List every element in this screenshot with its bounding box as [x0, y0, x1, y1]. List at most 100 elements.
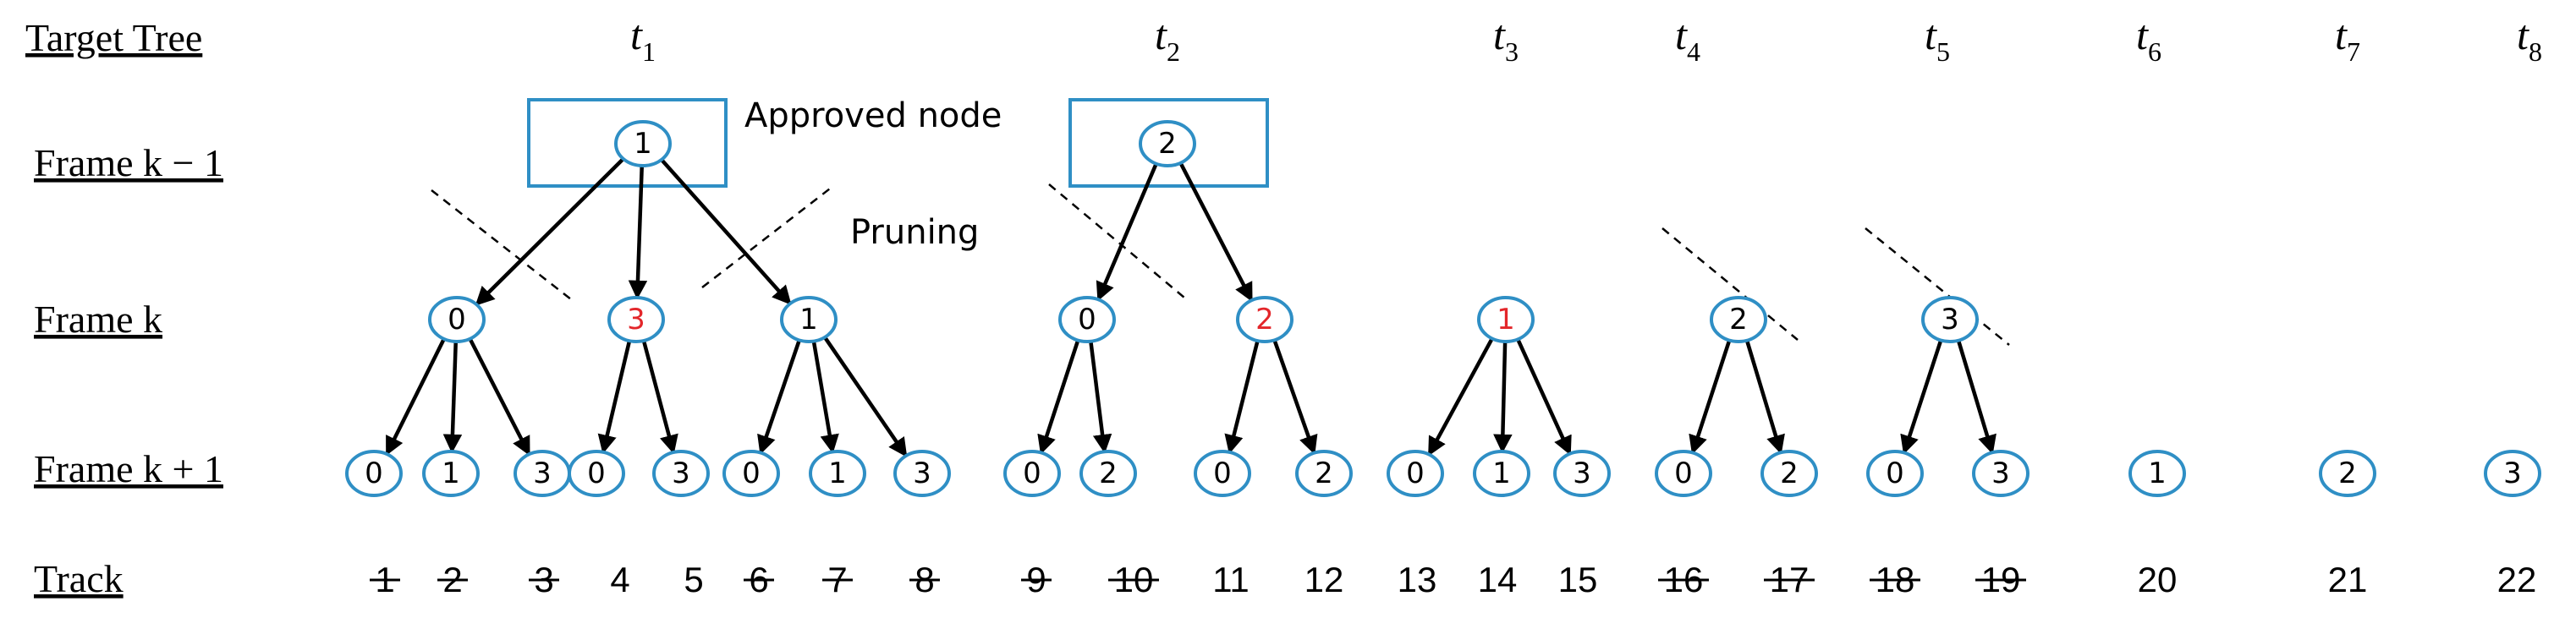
- track-number: 21: [2328, 560, 2368, 599]
- tree-edge: [628, 165, 648, 300]
- tree-edge: [442, 341, 463, 454]
- node-circle: [652, 450, 710, 497]
- tree-edge: [468, 337, 531, 457]
- node-label: 2: [1315, 457, 1333, 490]
- node-circle: [2484, 450, 2541, 497]
- node-circle: [614, 120, 672, 167]
- node-circle: [1236, 296, 1293, 343]
- node-label: 0: [1023, 457, 1041, 490]
- node-circle: [1921, 296, 1979, 343]
- edges-layer: [385, 157, 1997, 457]
- leaf-node: 1: [2128, 450, 2186, 497]
- node-label: 0: [1078, 303, 1096, 336]
- node-label: 1: [1497, 303, 1515, 336]
- pruning-line: [1865, 227, 2010, 346]
- tree-edge: [1744, 340, 1785, 455]
- node-circle: [2128, 450, 2186, 497]
- node-label: 2: [1729, 303, 1748, 336]
- track-label: 5: [684, 560, 703, 599]
- row-label-target-tree: Target Tree: [25, 16, 202, 59]
- leaf-node: 1: [422, 450, 480, 497]
- node-circle: [1553, 450, 1611, 497]
- node-label: 0: [742, 457, 761, 490]
- node-circle: [1477, 296, 1535, 343]
- node-circle: [893, 450, 951, 497]
- track-number: 22: [2497, 560, 2537, 599]
- track-label: 22: [2497, 560, 2537, 599]
- track-number-pruned: 10: [1108, 560, 1159, 599]
- node-label: 3: [627, 303, 645, 336]
- tree-edge: [475, 157, 625, 306]
- row-label-frame-cur: Frame k: [34, 298, 162, 341]
- tree-label-t8: t8: [2517, 11, 2542, 67]
- node-label: 3: [1573, 457, 1591, 490]
- node-circle: [1058, 296, 1116, 343]
- node-label: 1: [2148, 457, 2167, 490]
- root-node: 2: [1139, 120, 1196, 167]
- node-circle: [1003, 450, 1061, 497]
- track-number-pruned: 19: [1975, 560, 2026, 599]
- node-label: 0: [365, 457, 383, 490]
- node-label: 3: [913, 457, 931, 490]
- frame-k-node: 1: [780, 296, 838, 343]
- track-number-pruned: 18: [1870, 560, 1920, 599]
- track-label: 12: [1304, 560, 1344, 599]
- node-circle: [1194, 450, 1251, 497]
- node-circle: [722, 450, 780, 497]
- tree-edge: [1037, 339, 1080, 455]
- node-label: 0: [587, 457, 606, 490]
- track-label: 20: [2138, 560, 2178, 599]
- tree-label-t3: t3: [1493, 11, 1519, 67]
- track-number: 14: [1478, 560, 1518, 599]
- node-label: 3: [1991, 457, 2010, 490]
- track-number-pruned: 16: [1658, 560, 1709, 599]
- leaf-node: 0: [722, 450, 780, 497]
- node-label: 2: [1255, 303, 1274, 336]
- leaf-node: 0: [1866, 450, 1924, 497]
- leaf-node: 0: [568, 450, 625, 497]
- tree-label-t4: t4: [1675, 11, 1700, 67]
- tree-edge: [1956, 340, 1997, 455]
- frame-k-node: 0: [428, 296, 486, 343]
- track-number: 13: [1398, 560, 1437, 599]
- tree-label-t1: t1: [630, 11, 656, 67]
- tree-edge: [385, 337, 446, 457]
- leaf-node: 1: [809, 450, 866, 497]
- node-circle: [607, 296, 665, 343]
- node-circle: [1295, 450, 1353, 497]
- track-label: 11: [1212, 560, 1250, 599]
- tree-edge: [1427, 337, 1494, 457]
- root-node: 1: [614, 120, 672, 167]
- node-label: 0: [448, 303, 466, 336]
- leaf-node: 3: [893, 450, 951, 497]
- leaf-node: 0: [1194, 450, 1251, 497]
- tree-edge: [823, 336, 908, 457]
- track-number-pruned: 6: [744, 560, 774, 599]
- node-circle: [1972, 450, 2029, 497]
- node-circle: [780, 296, 838, 343]
- node-circle: [2319, 450, 2376, 497]
- node-label: 3: [533, 457, 552, 490]
- track-number-pruned: 3: [529, 560, 559, 599]
- track-label: 21: [2328, 560, 2368, 599]
- tree-edge: [1178, 161, 1254, 303]
- node-label: 3: [672, 457, 690, 490]
- tree-edge: [1224, 340, 1260, 455]
- tree-edge: [1272, 339, 1318, 455]
- leaf-node: 1: [1473, 450, 1530, 497]
- node-label: 2: [1099, 457, 1118, 490]
- leaf-node: 3: [1553, 450, 1611, 497]
- tree-label-t5: t5: [1925, 11, 1950, 67]
- track-number-pruned: 2: [437, 560, 468, 599]
- approved-node-annotation: Approved node: [744, 96, 1002, 135]
- pruning-annotation: Pruning: [850, 213, 979, 252]
- node-circle: [1655, 450, 1712, 497]
- frame-k-node: 2: [1236, 296, 1293, 343]
- node-circle: [1866, 450, 1924, 497]
- frame-k-node: 1: [1477, 296, 1535, 343]
- node-circle: [1760, 450, 1818, 497]
- track-number-pruned: 8: [909, 560, 940, 599]
